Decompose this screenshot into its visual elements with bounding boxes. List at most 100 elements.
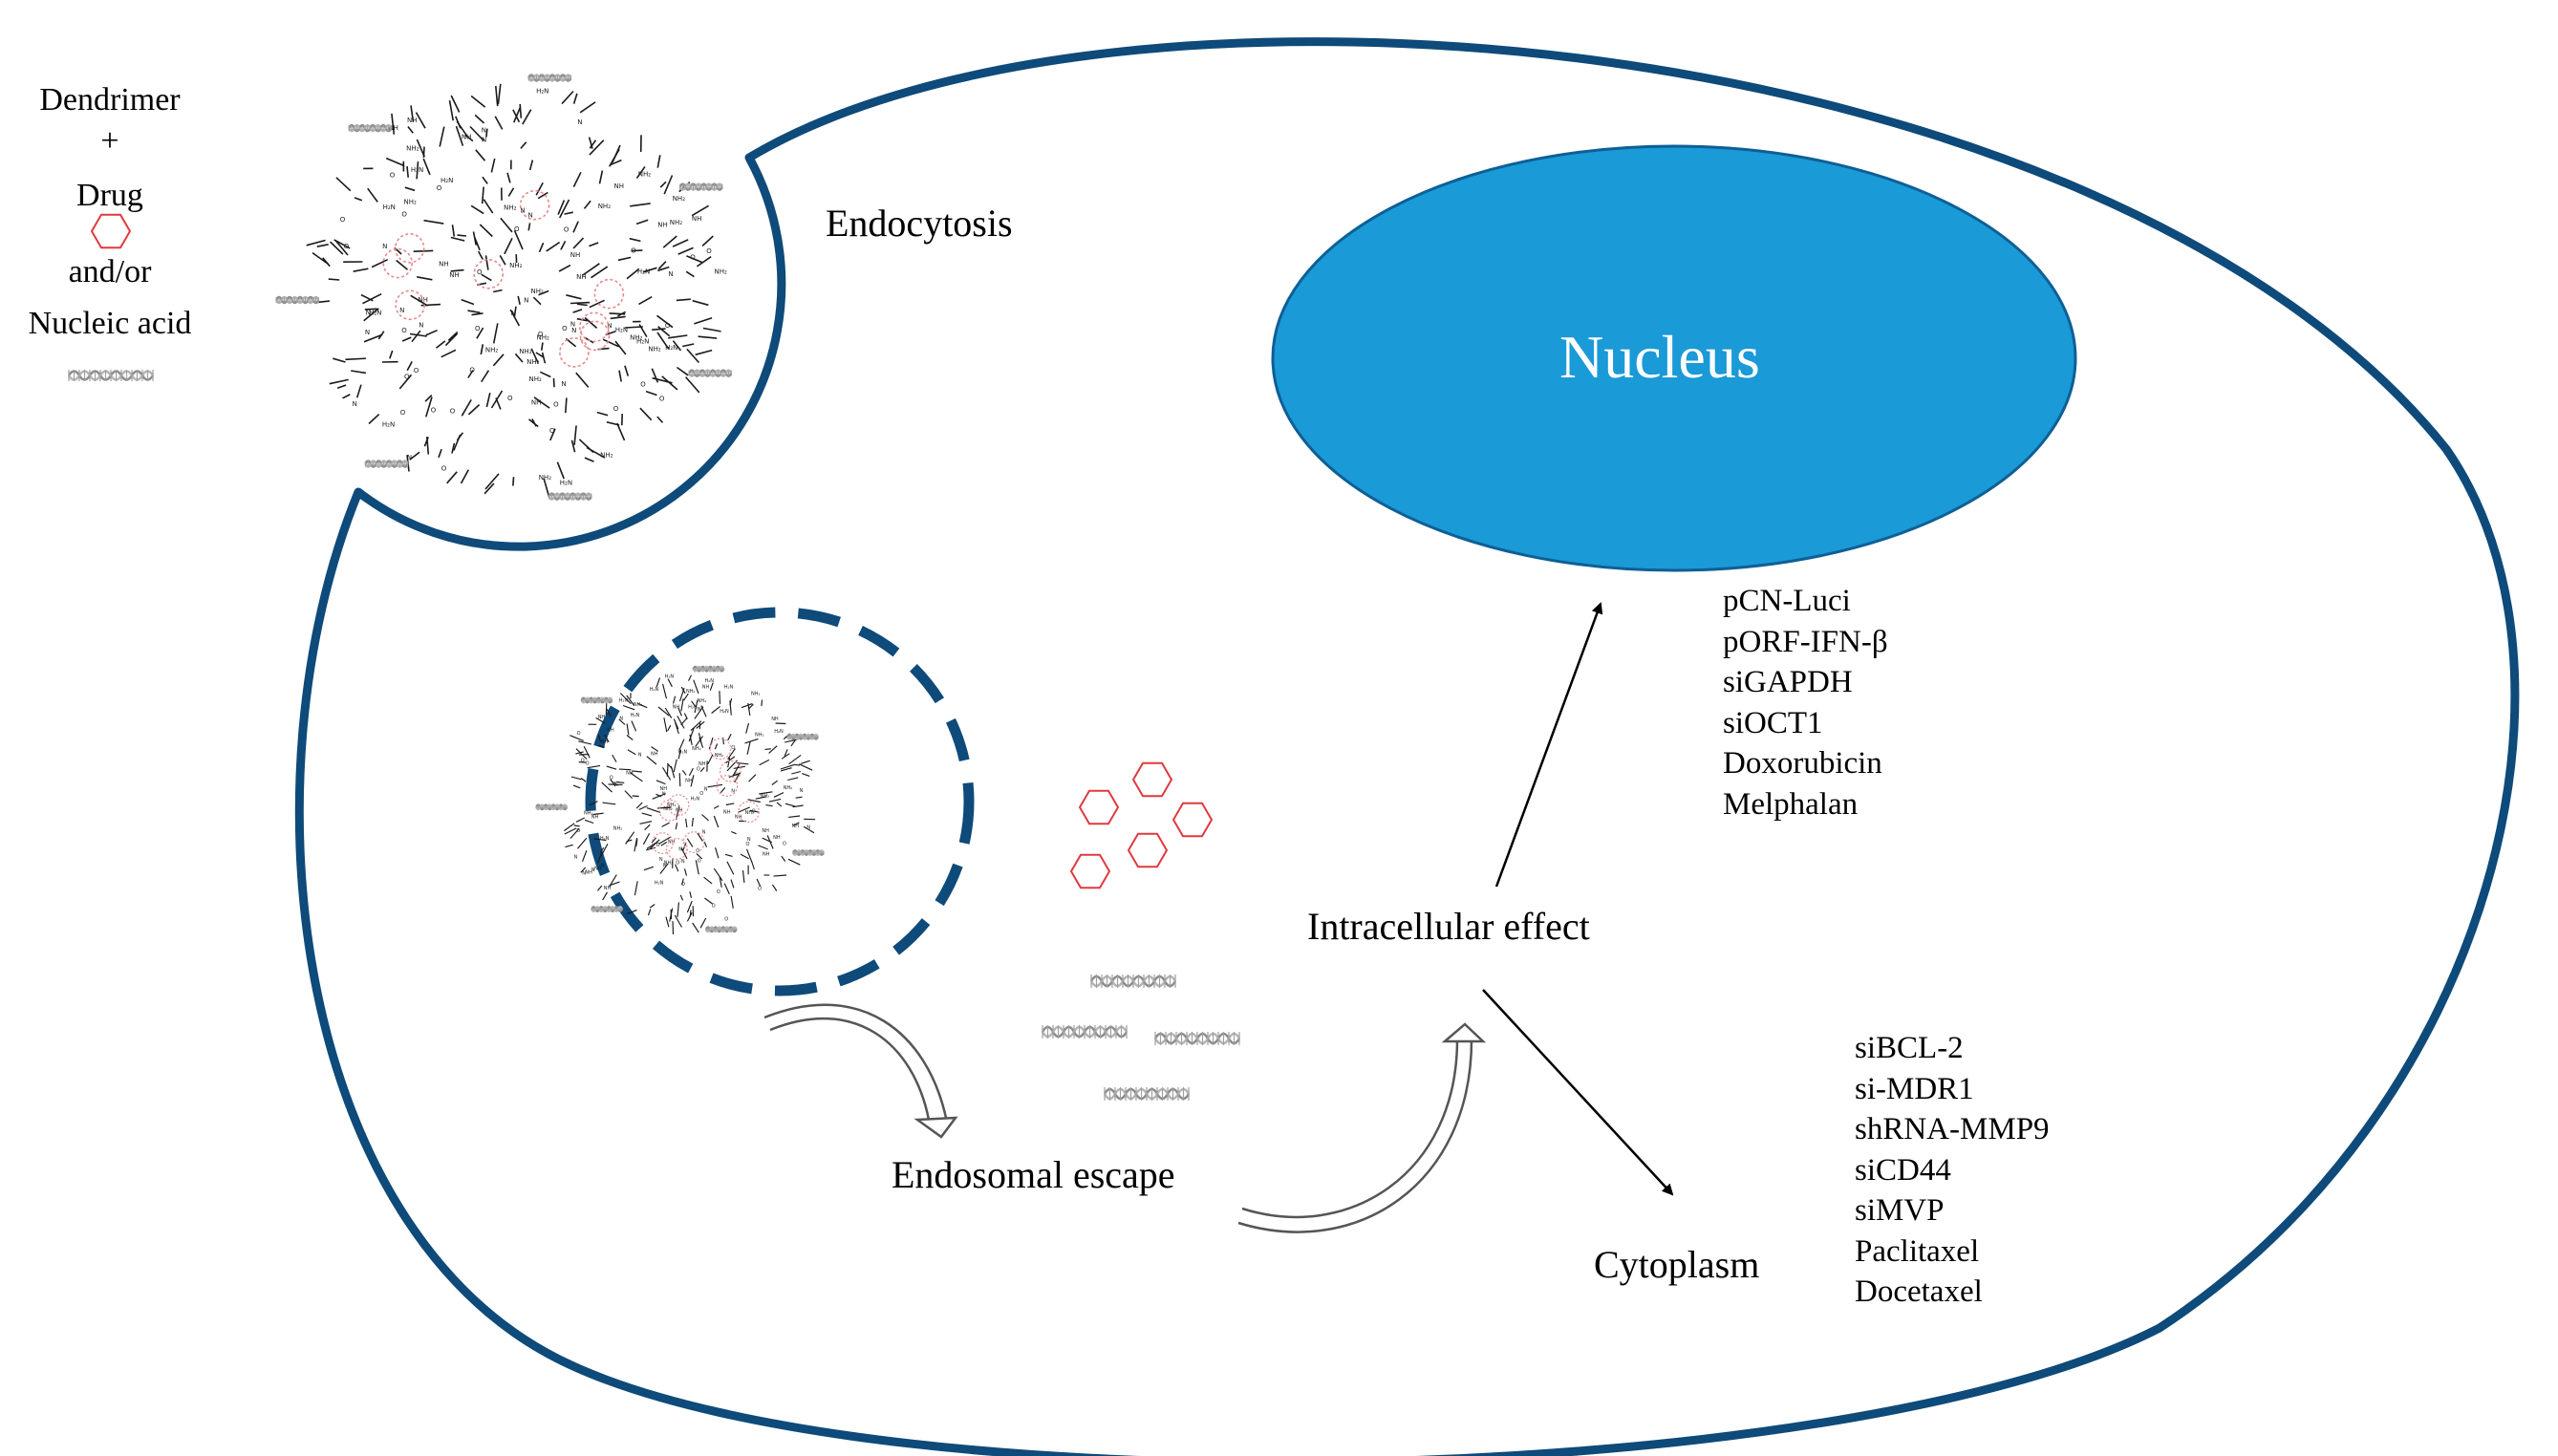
svg-text:H₂N: H₂N [724,685,734,691]
svg-text:NH: NH [773,835,781,841]
svg-text:O: O [507,395,513,402]
drug-hexagon-icon [1127,832,1169,868]
drug-hexagon-icon [1131,761,1173,798]
svg-text:N: N [366,309,371,316]
svg-text:NH₂: NH₂ [598,203,612,210]
svg-text:O: O [717,889,720,895]
svg-text:NH: NH [439,260,449,268]
svg-text:N: N [659,857,663,863]
svg-text:NH: NH [598,715,606,720]
svg-text:N: N [574,854,578,860]
released-nucleic-acids [1041,974,1241,1101]
svg-text:O: O [698,858,701,864]
nucleus-target-list: pCN-Luci pORF-IFN-β siGAPDH siOCT1 Doxor… [1723,581,1888,824]
svg-text:NH₂: NH₂ [663,806,673,812]
svg-text:NH₂: NH₂ [692,746,701,752]
svg-text:N: N [681,859,685,865]
label-nucleus: Nucleus [1559,323,1760,391]
svg-text:NH: NH [591,815,599,821]
svg-text:NH₂: NH₂ [630,334,643,342]
svg-text:H₂N: H₂N [369,309,381,316]
svg-text:N: N [528,211,533,219]
svg-text:NH₂: NH₂ [673,195,686,203]
svg-text:O: O [676,860,679,866]
legend-plus: + [100,123,119,159]
svg-text:O: O [712,904,716,910]
curved-arrow-to-effect-icon [1237,1022,1487,1233]
svg-text:NH: NH [604,886,612,891]
svg-text:NH: NH [576,273,587,281]
svg-text:NH: NH [657,222,668,229]
svg-text:NH: NH [449,271,460,279]
svg-text:O: O [613,405,619,413]
cytoplasm-target-list: siBCL-2 si-MDR1 shRNA-MMP9 siCD44 siMVP … [1855,1028,2050,1313]
svg-text:N: N [582,871,586,877]
svg-text:O: O [699,791,703,797]
svg-text:H₂N: H₂N [691,796,700,802]
svg-text:NH₂: NH₂ [509,262,523,269]
svg-text:O: O [340,216,346,224]
svg-text:N: N [607,322,612,330]
svg-text:N: N [570,320,575,328]
nucleic-acid-icon [1041,1025,1129,1038]
svg-text:O: O [758,887,762,892]
svg-text:NH₂: NH₂ [648,345,661,353]
drug-hexagon-icon [1078,789,1120,825]
svg-text:N: N [561,380,566,388]
svg-text:N: N [702,830,706,836]
nucleic-acid-icon [1103,1087,1191,1101]
list-item: siGAPDH [1723,665,1853,699]
svg-text:N: N [678,847,682,853]
svg-text:H₂N: H₂N [536,88,548,96]
svg-text:O: O [631,247,636,255]
svg-text:O: O [581,759,585,764]
svg-text:O: O [697,767,700,773]
svg-text:NH: NH [594,867,602,872]
nucleic-acid-icon [1089,974,1177,988]
svg-text:NH: NH [462,134,472,141]
svg-text:NH: NH [607,728,614,734]
list-item: si-MDR1 [1855,1071,1974,1106]
svg-text:NH: NH [723,810,731,816]
svg-text:NH₂: NH₂ [537,334,550,342]
svg-text:N: N [662,792,666,798]
svg-text:NH: NH [771,717,779,722]
svg-text:NH₂: NH₂ [755,733,764,739]
svg-text:O: O [514,225,520,233]
svg-text:O: O [553,400,559,408]
svg-text:O: O [681,882,685,888]
svg-text:H₂N: H₂N [636,338,649,346]
svg-text:NH₂: NH₂ [504,204,517,212]
label-intracellular-effect: Intracellular effect [1307,905,1590,948]
svg-text:N: N [806,824,810,830]
svg-text:NH: NH [735,814,742,820]
svg-text:H₂N: H₂N [600,836,610,842]
nucleic-acid-icon [1153,1032,1241,1045]
list-item: Paclitaxel [1855,1233,1980,1269]
svg-text:N: N [524,297,528,305]
legend-drug: Drug [76,178,143,213]
svg-text:NH₂: NH₂ [715,268,728,276]
legend-dendrimer: Dendrimer [39,82,181,118]
svg-text:O: O [469,366,475,374]
svg-text:O: O [706,247,712,255]
list-item: pCN-Luci [1723,584,1851,618]
svg-text:O: O [414,367,419,375]
svg-text:N: N [577,118,582,126]
svg-text:N: N [731,788,735,794]
svg-text:N: N [601,863,605,868]
curved-arrow-to-escape-icon [763,1003,958,1139]
list-item: Docetaxel [1855,1274,1983,1309]
label-endosomal-escape: Endosomal escape [892,1153,1175,1196]
svg-text:NH: NH [676,808,683,814]
list-item: siOCT1 [1723,705,1823,740]
svg-text:O: O [390,171,396,179]
svg-text:NH: NH [699,761,706,767]
svg-text:NH: NH [407,117,418,124]
svg-text:NH₂: NH₂ [751,692,761,697]
svg-text:N: N [511,310,516,317]
svg-text:H₂N: H₂N [678,749,688,755]
nucleus [1271,144,2077,572]
svg-text:N: N [734,772,738,778]
